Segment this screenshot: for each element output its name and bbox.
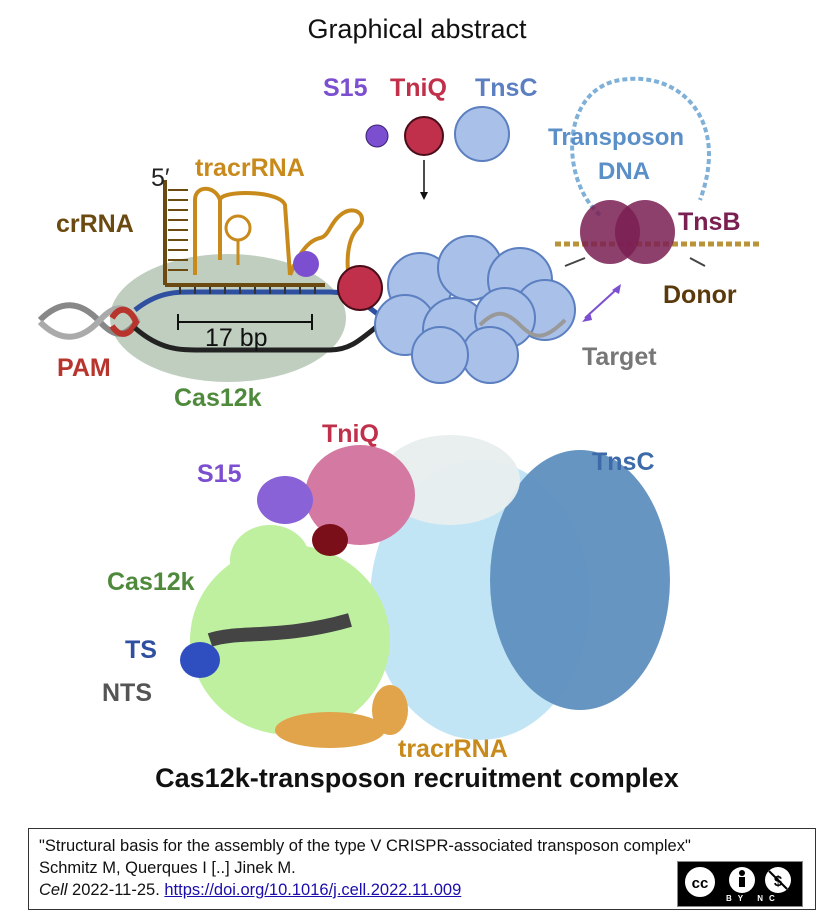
cc-license-badge: cc $ BY NC bbox=[677, 861, 803, 907]
label-cas12k-top: Cas12k bbox=[174, 386, 262, 411]
svg-text:cc: cc bbox=[692, 875, 709, 892]
label-tnsc-structure: TnsC bbox=[592, 450, 655, 475]
cc-badge-text: BY NC bbox=[726, 894, 781, 904]
label-transposon: Transposon bbox=[548, 126, 684, 150]
label-tniq: TniQ bbox=[390, 76, 447, 101]
doi-link[interactable]: https://doi.org/10.1016/j.cell.2022.11.0… bbox=[164, 881, 461, 899]
label-s15: S15 bbox=[323, 76, 367, 101]
citation-box: "Structural basis for the assembly of th… bbox=[28, 828, 816, 910]
citation-title: "Structural basis for the assembly of th… bbox=[39, 835, 805, 857]
label-five-prime: 5′ bbox=[151, 166, 170, 191]
figure-caption: Cas12k-transposon recruitment complex bbox=[0, 763, 834, 794]
label-tnsc: TnsC bbox=[475, 76, 538, 101]
label-donor: Donor bbox=[663, 283, 737, 308]
label-ts: TS bbox=[125, 638, 157, 663]
label-tracrrna: tracrRNA bbox=[195, 156, 305, 181]
label-cas12k-structure: Cas12k bbox=[107, 570, 195, 595]
label-tnsb: TnsB bbox=[678, 210, 741, 235]
label-pam: PAM bbox=[57, 356, 111, 381]
label-tracrrna-structure: tracrRNA bbox=[398, 737, 508, 762]
label-dna: DNA bbox=[598, 160, 650, 184]
label-s15-structure: S15 bbox=[197, 462, 241, 487]
citation-date: 2022-11-25. bbox=[67, 881, 164, 899]
label-nts: NTS bbox=[102, 681, 152, 706]
label-target: Target bbox=[582, 345, 657, 370]
citation-journal: Cell bbox=[39, 881, 67, 899]
label-17bp: 17 bp bbox=[205, 326, 268, 351]
label-crrna: crRNA bbox=[56, 212, 134, 237]
label-tniq-structure: TniQ bbox=[322, 422, 379, 447]
